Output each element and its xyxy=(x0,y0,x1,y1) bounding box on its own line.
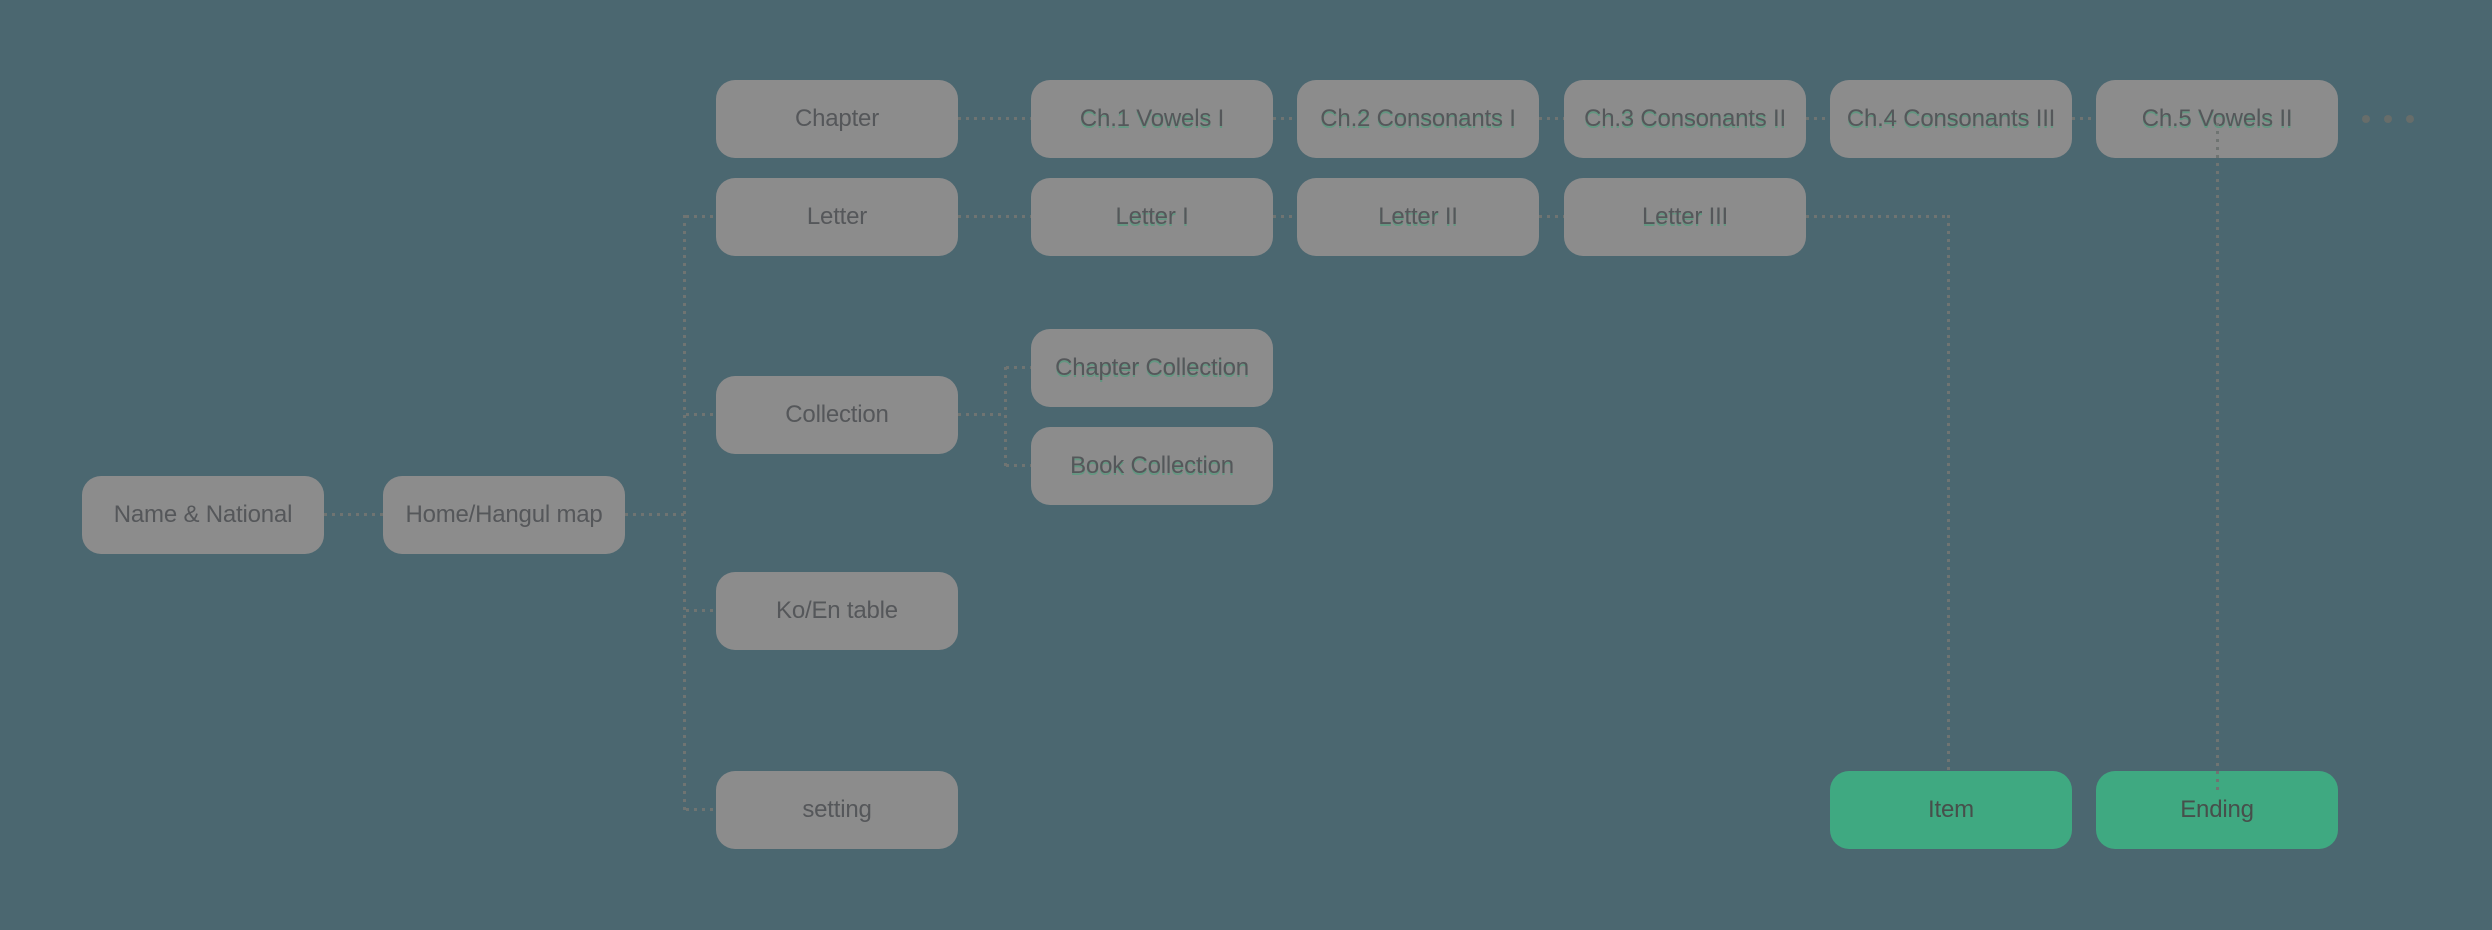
node-home-hangul-map[interactable]: Home/Hangul map xyxy=(383,476,625,554)
node-letter-1[interactable]: Letter I xyxy=(1031,178,1273,256)
connector-ch1-ch2 xyxy=(1273,117,1297,120)
node-chapter[interactable]: Chapter xyxy=(716,80,958,158)
node-koen-table[interactable]: Ko/En table xyxy=(716,572,958,650)
node-chapter-collection[interactable]: Chapter Collection xyxy=(1031,329,1273,407)
node-ch4-consonants-3[interactable]: Ch.4 Consonants III xyxy=(1830,80,2072,158)
connector-collection-branch-vertical xyxy=(1004,367,1007,467)
connector-ch5-ending xyxy=(2216,123,2219,793)
node-collection[interactable]: Collection xyxy=(716,376,958,454)
ellipsis-dot xyxy=(2406,115,2414,123)
connector-collection-branch xyxy=(958,413,1006,416)
node-setting[interactable]: setting xyxy=(716,771,958,849)
connector-letter-letter1 xyxy=(958,215,1031,218)
node-ch3-consonants-2[interactable]: Ch.3 Consonants II xyxy=(1564,80,1806,158)
node-letter[interactable]: Letter xyxy=(716,178,958,256)
more-chapters-ellipsis xyxy=(2362,115,2414,123)
connector-letter2-letter3 xyxy=(1539,215,1564,218)
connector-letter3-item-vertical xyxy=(1947,215,1950,775)
connector-chapter-ch1 xyxy=(958,117,1031,120)
node-letter-2[interactable]: Letter II xyxy=(1297,178,1539,256)
node-ch2-consonants-1[interactable]: Ch.2 Consonants I xyxy=(1297,80,1539,158)
connector-letter3-item-horizontal xyxy=(1806,215,1950,218)
node-ch1-vowels-1[interactable]: Ch.1 Vowels I xyxy=(1031,80,1273,158)
connector-branch-bookcollection xyxy=(1006,464,1031,467)
connector-homehangul-trunk xyxy=(625,513,686,516)
ellipsis-dot xyxy=(2362,115,2370,123)
connector-ch2-ch3 xyxy=(1539,117,1564,120)
connector-letter1-letter2 xyxy=(1273,215,1297,218)
connector-trunk-vertical xyxy=(683,215,686,810)
node-letter-3[interactable]: Letter III xyxy=(1564,178,1806,256)
ellipsis-dot xyxy=(2384,115,2392,123)
connector-trunk-letter xyxy=(686,215,716,218)
node-book-collection[interactable]: Book Collection xyxy=(1031,427,1273,505)
connector-namenational-homehangul xyxy=(324,513,383,516)
connector-ch3-ch4 xyxy=(1806,117,1830,120)
connector-ch4-ch5 xyxy=(2072,117,2096,120)
connector-trunk-koen-table xyxy=(686,609,716,612)
node-name-national[interactable]: Name & National xyxy=(82,476,324,554)
node-item[interactable]: Item xyxy=(1830,771,2072,849)
connector-trunk-collection xyxy=(686,413,716,416)
node-ending[interactable]: Ending xyxy=(2096,771,2338,849)
connector-trunk-setting xyxy=(686,808,716,811)
connector-branch-chaptercollection xyxy=(1006,366,1031,369)
